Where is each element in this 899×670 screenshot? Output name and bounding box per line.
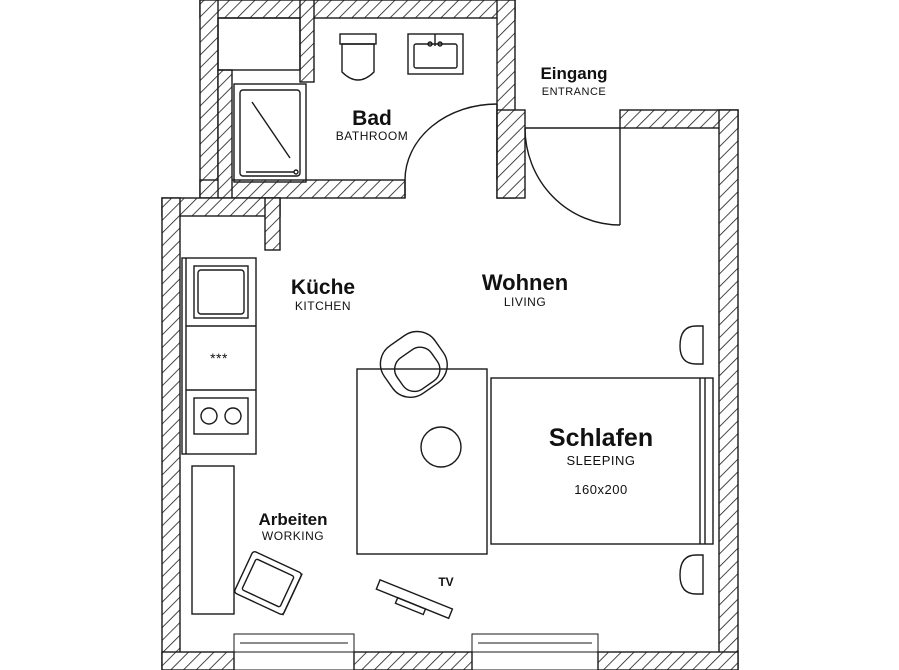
wall-bottom-left: [161, 651, 235, 670]
toilet-icon: [339, 33, 377, 81]
tv-label: TV: [438, 575, 453, 589]
desk-chair-icon: [234, 551, 303, 616]
wall-bath-left: [199, 0, 219, 199]
shower-icon: [233, 83, 307, 183]
wall-top-entrance-left: [496, 109, 526, 199]
sleeping-subtitle: SLEEPING: [566, 453, 635, 468]
walls: [161, 0, 739, 670]
entrance-title: Eingang: [540, 64, 607, 83]
entrance-subtitle: ENTRANCE: [542, 86, 607, 98]
bathroom-subtitle: BATHROOM: [336, 129, 408, 143]
sleeping-title: Schlafen: [549, 424, 653, 452]
wall-left: [161, 197, 181, 670]
working-title: Arbeiten: [259, 510, 328, 529]
kitchen-sink-icon: [193, 265, 249, 319]
kitchen-title: Küche: [291, 276, 355, 299]
living-title: Wohnen: [482, 270, 568, 295]
kitchen-subtitle: KITCHEN: [295, 299, 351, 313]
wall-bottom-right: [597, 651, 739, 670]
bed-frame: [490, 377, 714, 545]
kitchen-counter: [181, 257, 257, 455]
sink-icon: [407, 33, 464, 75]
nightstand-top: [679, 325, 704, 365]
stove-icon: [193, 397, 249, 435]
bathroom-title: Bad: [352, 107, 392, 130]
windows: [233, 633, 599, 670]
entrance-door: [524, 127, 621, 226]
wall-right: [718, 109, 739, 670]
bath-cabinet: [217, 17, 301, 71]
wall-bath-partition: [299, 0, 315, 83]
wall-bath-top: [199, 0, 516, 19]
working-subtitle: WORKING: [262, 529, 324, 543]
stove-label: ***: [210, 350, 228, 366]
tv-icon: [375, 578, 454, 620]
bathroom-fixtures: [217, 17, 498, 198]
nightstand-bottom: [679, 554, 704, 595]
bathroom-door: [404, 103, 498, 198]
round-table: [420, 426, 462, 468]
wall-bottom-mid: [353, 651, 473, 670]
living-subtitle: LIVING: [504, 295, 546, 309]
wall-kitchen-niche: [264, 197, 281, 251]
workspace: [191, 465, 303, 616]
labels: Bad BATHROOM Eingang ENTRANCE Küche KITC…: [210, 64, 653, 589]
armchair-icon: [379, 330, 448, 399]
rug: [356, 368, 488, 555]
dining-area: [356, 330, 488, 555]
bed: [490, 325, 714, 595]
bed-size-label: 160x200: [574, 482, 627, 497]
wall-bath-partition-2: [217, 69, 233, 199]
kitchen-unit: [181, 257, 257, 455]
desk: [191, 465, 235, 615]
